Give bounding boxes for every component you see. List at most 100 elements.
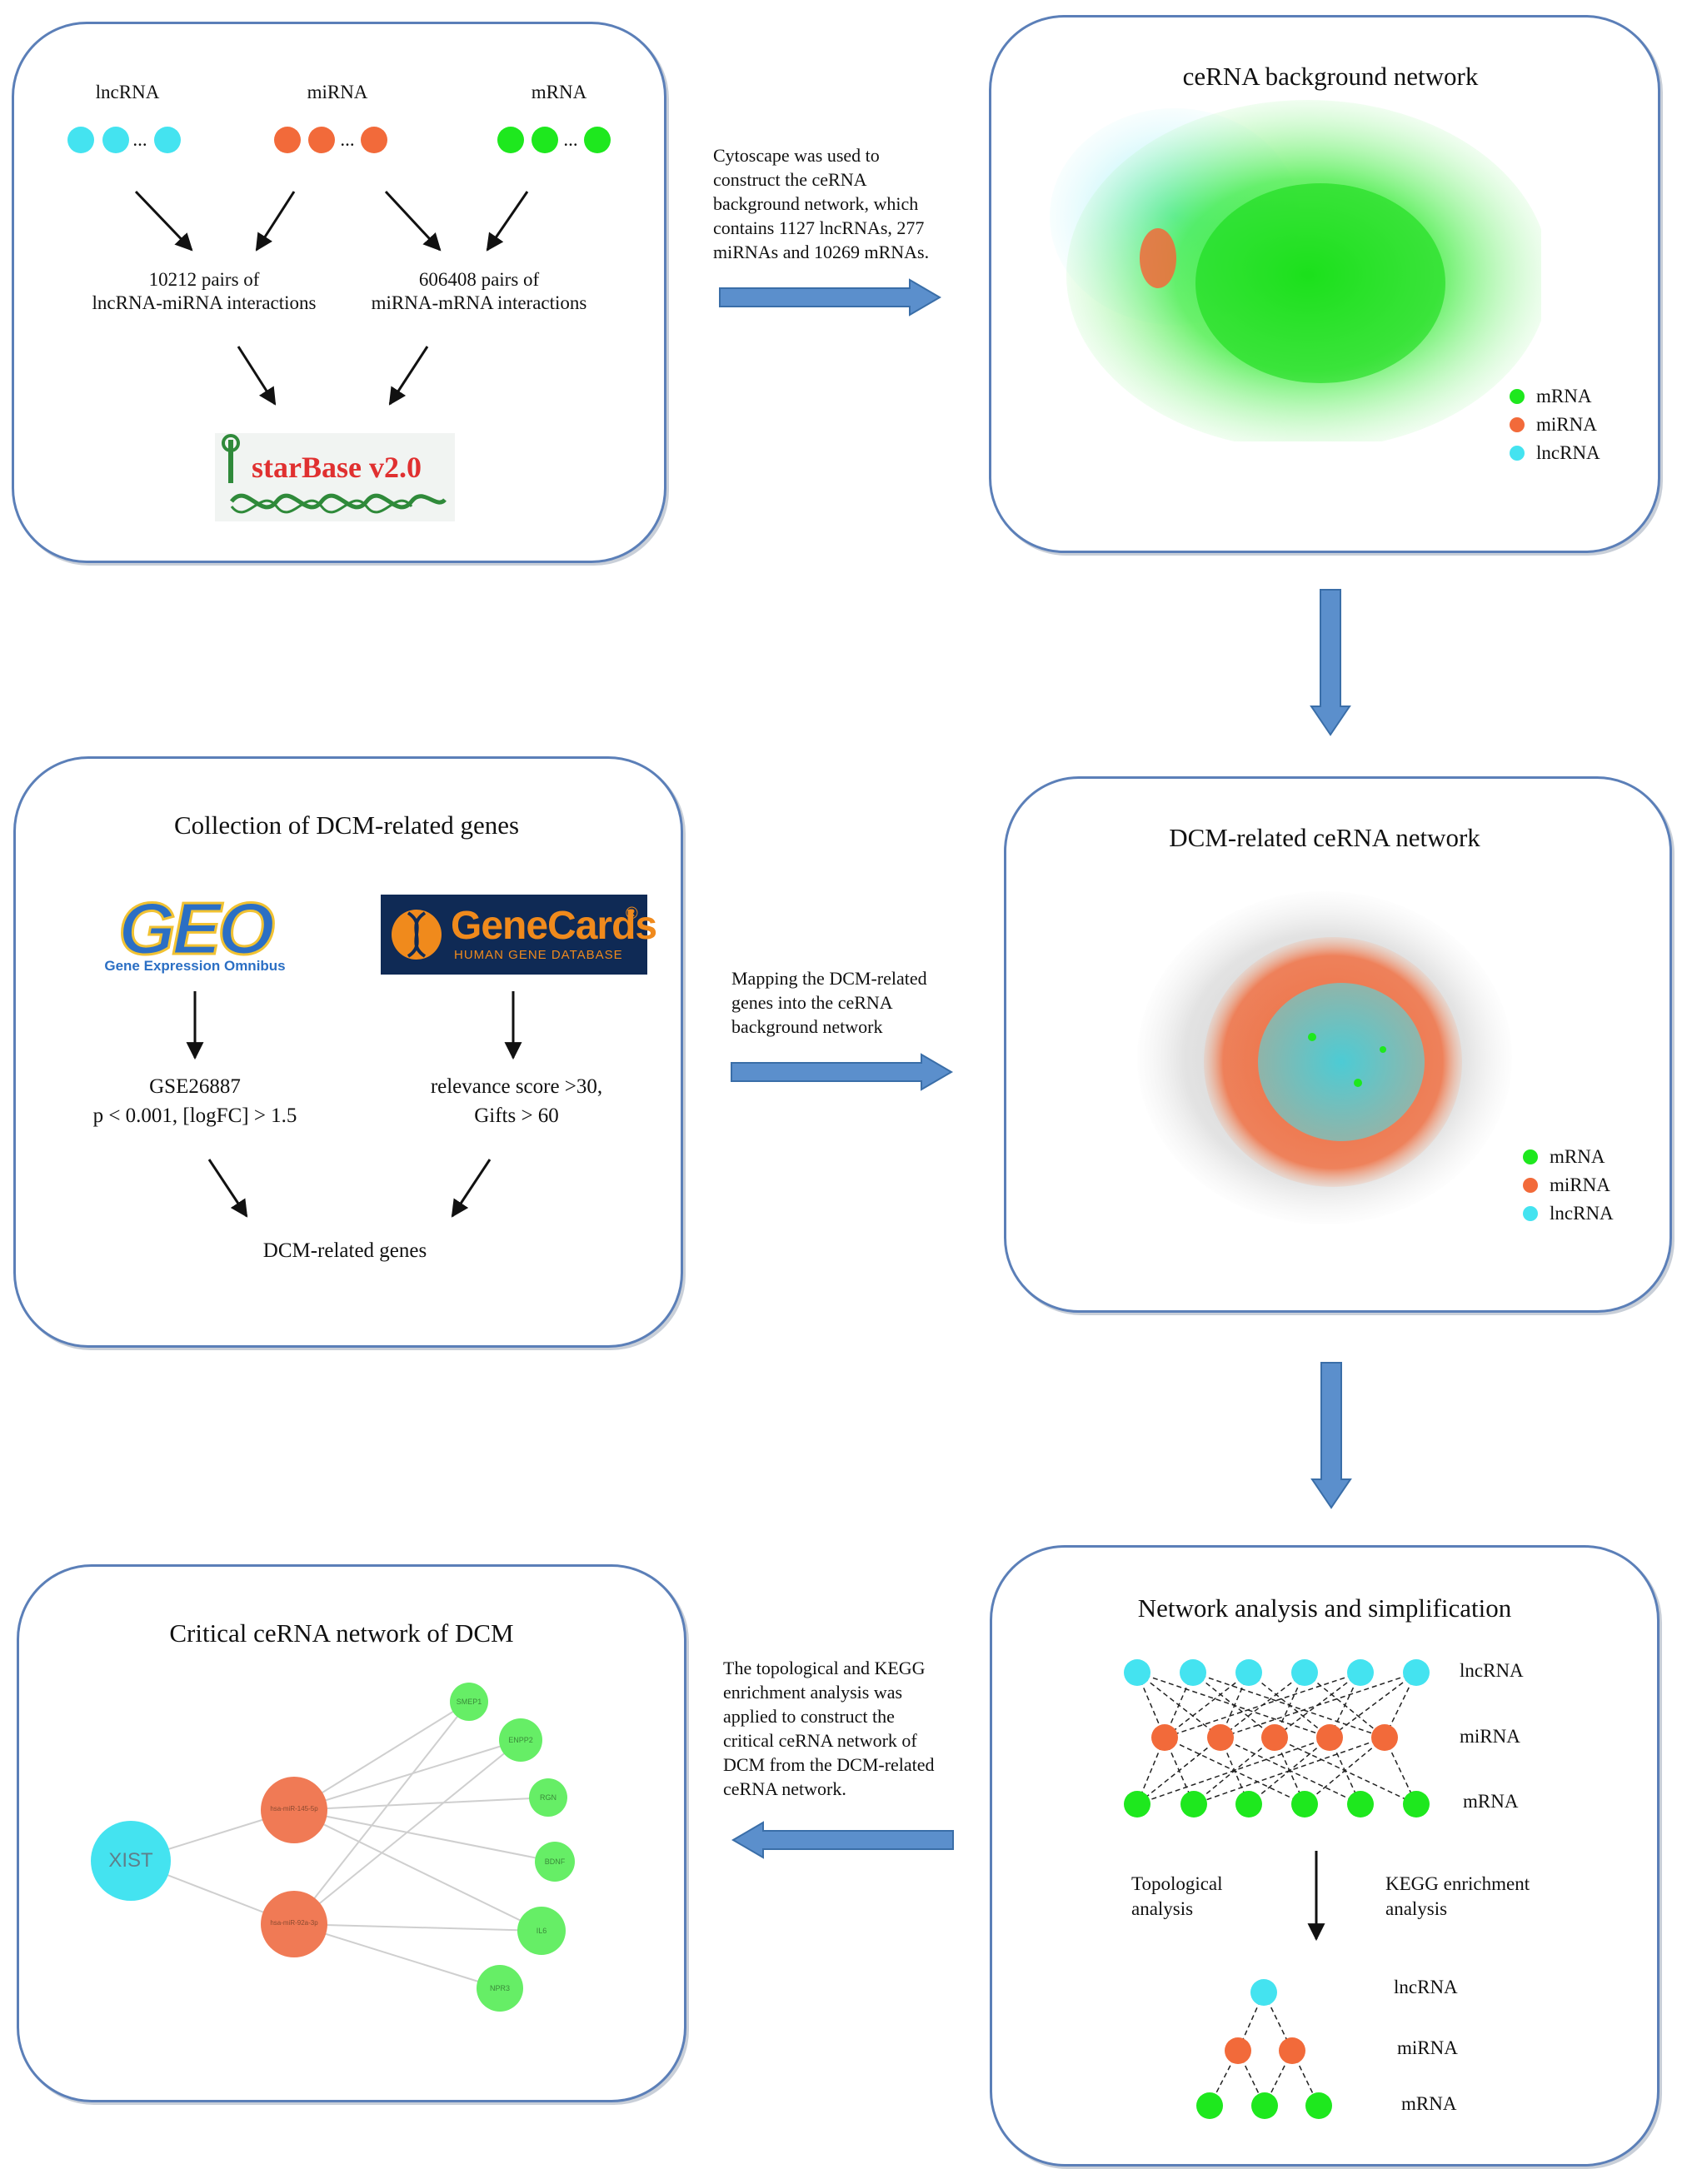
flow1-line: Cytoscape was used to xyxy=(713,145,880,166)
simplified-lncrna-node xyxy=(1250,1979,1277,2006)
flow1-line: miRNAs and 10269 mRNAs. xyxy=(713,242,930,262)
arrow-line xyxy=(384,190,442,252)
kegg-analysis-label: KEGG enrichment analysis xyxy=(1385,1872,1530,1922)
mrna-node-label: NPR3 xyxy=(489,1984,510,1992)
arrow-line xyxy=(207,1159,248,1218)
geo-logo-text: GEO xyxy=(117,886,277,971)
panel2-legend-mrna: mRNA xyxy=(1510,386,1591,407)
flow1-line: construct the ceRNA xyxy=(713,169,867,190)
topological-line: Topological xyxy=(1131,1873,1223,1894)
topological-analysis-label: Topological analysis xyxy=(1131,1872,1223,1922)
genecards-logo-text: GeneCards xyxy=(451,904,657,948)
tripartite-label-lncrna: lncRNA xyxy=(1460,1660,1524,1681)
arrow-line xyxy=(237,346,277,406)
topological-line: analysis xyxy=(1131,1898,1194,1919)
simplified-label-mirna: miRNA xyxy=(1397,2037,1458,2058)
dna-icon xyxy=(392,910,442,960)
legend-label: lncRNA xyxy=(1550,1203,1614,1224)
legend-dot xyxy=(1523,1206,1538,1221)
panel5-title: Network analysis and simplification xyxy=(1137,1593,1512,1623)
mrna-node xyxy=(517,1907,566,1955)
genecards-logo: GeneCards ® HUMAN GENE DATABASE xyxy=(381,895,657,975)
genecards-logo-subtitle: HUMAN GENE DATABASE xyxy=(454,948,623,962)
flow2-line: Mapping the DCM-related xyxy=(731,968,927,989)
kegg-line: analysis xyxy=(1385,1898,1448,1919)
panel1-mirna-dots xyxy=(274,127,387,153)
ellipsis: ... xyxy=(340,129,355,150)
kegg-line: KEGG enrichment xyxy=(1385,1873,1530,1894)
flow3-line: DCM from the DCM-related xyxy=(723,1754,935,1775)
mrna-node xyxy=(450,1683,488,1721)
mirna-node xyxy=(261,1891,327,1957)
simplified-mirna-node xyxy=(1279,2037,1305,2064)
starbase-logo-graphic xyxy=(222,434,447,514)
simplified-mrna-node xyxy=(1305,2092,1332,2119)
hub-node-label: XIST xyxy=(108,1849,153,1872)
panel6-title: Critical ceRNA network of DCM xyxy=(169,1618,514,1648)
arrow-line xyxy=(388,346,429,406)
flow1-description: Cytoscape was used to construct the ceRN… xyxy=(713,143,971,264)
panel2-title: ceRNA background network xyxy=(1182,62,1479,91)
ellipsis: ... xyxy=(563,129,578,150)
mirna-mrna-label: miRNA-mRNA interactions xyxy=(371,292,587,313)
legend-dot xyxy=(1510,389,1525,404)
panel4-legend-mirna: miRNA xyxy=(1523,1174,1610,1196)
mrna-node xyxy=(529,1778,567,1817)
legend-label: mRNA xyxy=(1550,1146,1605,1167)
mirna-dot xyxy=(361,127,387,153)
flow2-line: genes into the ceRNA xyxy=(731,992,893,1013)
panel4-legend-lncrna: lncRNA xyxy=(1523,1203,1614,1224)
panel4-legend-mrna: mRNA xyxy=(1523,1146,1605,1168)
mrna-dot xyxy=(584,127,611,153)
mrna-node-label: IL6 xyxy=(536,1927,547,1935)
legend-dot xyxy=(1523,1149,1538,1164)
legend-dot xyxy=(1523,1178,1538,1193)
genecards-criteria-1: relevance score >30, xyxy=(430,1075,603,1098)
lncrna-mirna-count: 10212 pairs of xyxy=(148,269,260,290)
panel-network-analysis xyxy=(990,1545,1660,2167)
simplified-label-mrna: mRNA xyxy=(1401,2093,1457,2114)
mrna-node xyxy=(499,1718,542,1762)
flow3-line: applied to construct the xyxy=(723,1706,895,1727)
background-network-graphic xyxy=(1050,100,1541,441)
arrow-line xyxy=(255,191,296,252)
panel-dcm-genes xyxy=(13,756,683,1348)
geo-criteria: p < 0.001, [logFC] > 1.5 xyxy=(92,1104,297,1127)
lncrna-mirna-label: lncRNA-miRNA interactions xyxy=(92,292,317,313)
flow-arrow-down-2 xyxy=(1310,1362,1352,1509)
flow1-line: background network, which xyxy=(713,193,919,214)
panel1-mirna-label: miRNA xyxy=(307,82,368,102)
geo-logo: GEO Gene Expression Omnibus xyxy=(93,886,297,979)
mirna-node-label: hsa-miR-145-5p xyxy=(270,1805,318,1813)
tripartite-mirna-nodes xyxy=(1151,1724,1398,1751)
flow-arrow-right-1 xyxy=(719,278,941,317)
arrow-line xyxy=(486,191,529,252)
panel1-mrna-label: mRNA xyxy=(531,82,587,102)
simplified-mirna-node xyxy=(1225,2037,1251,2064)
simplified-mrna-node xyxy=(1251,2092,1278,2119)
flow3-line: enrichment analysis was xyxy=(723,1682,903,1703)
tripartite-lncrna-nodes xyxy=(1124,1659,1430,1686)
flow1-line: contains 1127 lncRNAs, 277 xyxy=(713,217,925,238)
geo-logo-subtitle: Gene Expression Omnibus xyxy=(104,958,286,974)
mirna-dot xyxy=(308,127,335,153)
starbase-logo-text: starBase v2.0 xyxy=(252,451,422,484)
flow2-description: Mapping the DCM-related genes into the c… xyxy=(731,966,973,1039)
panel2-legend-lncrna: lncRNA xyxy=(1510,442,1600,464)
legend-label: miRNA xyxy=(1550,1174,1610,1195)
lncrna-dot xyxy=(102,127,129,153)
mirna-node xyxy=(261,1777,327,1843)
panel1-mrna-dots xyxy=(497,127,611,153)
flow3-line: critical ceRNA network of xyxy=(723,1730,917,1751)
mirna-mrna-count: 606408 pairs of xyxy=(418,269,540,290)
panel2-legend-mirna: miRNA xyxy=(1510,414,1597,436)
lncrna-dot xyxy=(154,127,181,153)
lncrna-dot xyxy=(67,127,94,153)
panel1-lncrna-dots xyxy=(67,127,181,153)
flow3-line: ceRNA network. xyxy=(723,1778,846,1799)
flow-arrow-left xyxy=(731,1821,954,1859)
legend-label: lncRNA xyxy=(1536,442,1600,463)
legend-dot xyxy=(1510,446,1525,461)
